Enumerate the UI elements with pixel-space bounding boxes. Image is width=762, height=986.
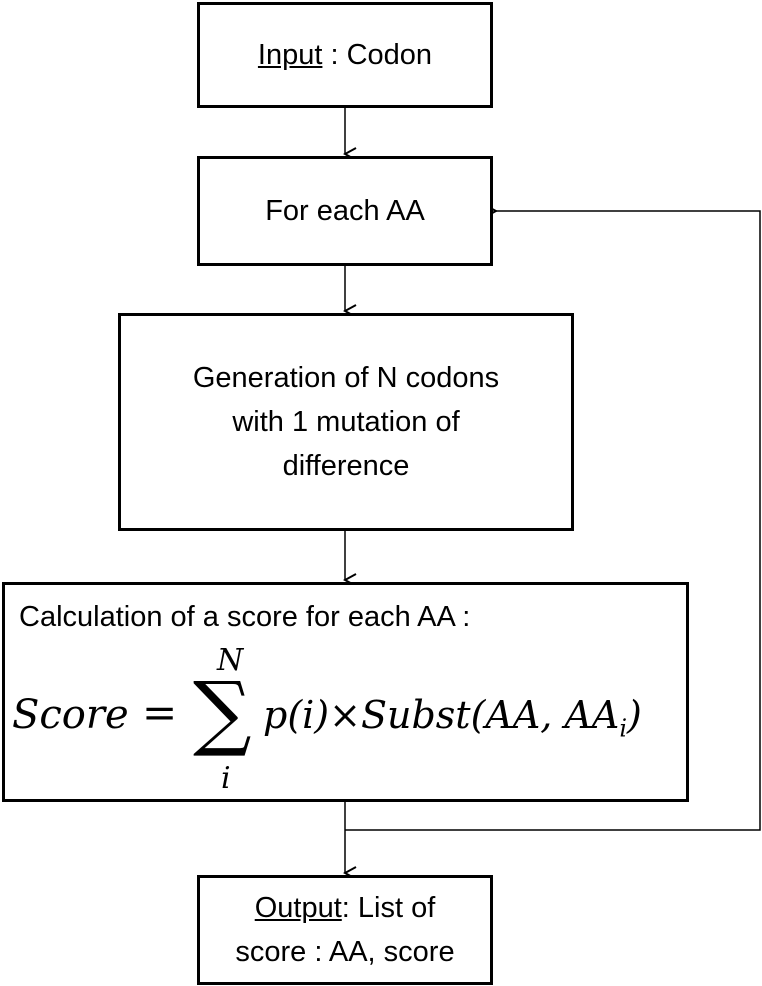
output-label-rest: : List of — [341, 892, 436, 924]
formula-term-body: p(i)×Subst(AA, AA — [263, 693, 620, 737]
input-label-underlined: Input — [257, 39, 323, 71]
generation-node: Generation of N codons with 1 mutation o… — [118, 313, 574, 531]
input-label: Input : Codon — [258, 33, 432, 77]
generation-line-3: difference — [282, 450, 410, 482]
generation-line-2: with 1 mutation of — [232, 406, 460, 438]
input-label-rest: : Codon — [322, 39, 433, 71]
formula-sum-symbol: ∑ — [193, 665, 252, 760]
output-label-underlined: Output — [254, 892, 342, 924]
loop-back-arrow — [345, 211, 761, 831]
formula-sum-upper: N — [217, 643, 244, 678]
formula-sum-lower: i — [221, 761, 231, 796]
calculation-node: Calculation of a score for each AA : Sco… — [2, 582, 689, 802]
output-line-2: score : AA, score — [235, 936, 455, 968]
formula-term-subscript: i — [619, 714, 628, 743]
output-line-1: Output: List of — [255, 886, 436, 930]
loop-label: For each AA — [265, 195, 425, 227]
output-node: Output: List of score : AA, score — [197, 875, 493, 985]
calculation-title: Calculation of a score for each AA : — [19, 601, 471, 633]
formula-term-close: ) — [627, 693, 642, 737]
formula-equals: = — [142, 688, 178, 737]
generation-line-1: Generation of N codons — [192, 362, 500, 394]
formula-term: p(i)×Subst(AA, AAi) — [263, 693, 642, 751]
input-node: Input : Codon — [197, 2, 493, 108]
formula-lhs: Score — [12, 692, 129, 738]
loop-node: For each AA — [197, 156, 493, 266]
